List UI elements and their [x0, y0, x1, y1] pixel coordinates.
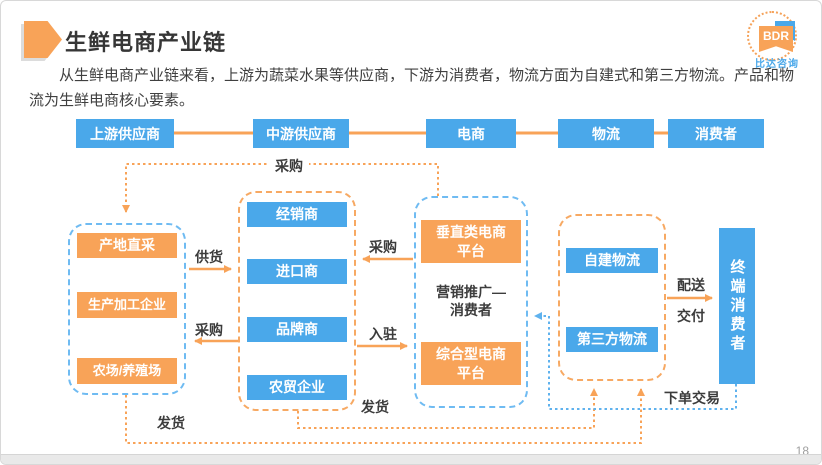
intro-paragraph: 从生鲜电商产业链来看，上游为蔬菜水果等供应商，下游为消费者，物流方面为自建式和第…: [29, 67, 795, 109]
stage-upstream-supplier: 上游供应商: [76, 119, 174, 148]
label-purchase-platform: 采购: [369, 239, 397, 255]
label-settle-in: 入驻: [369, 326, 397, 342]
label-ship-upper: 发货: [361, 399, 389, 415]
label-order: 下单交易: [664, 390, 720, 406]
label-delivery: 配送: [677, 277, 705, 293]
footer-strip: [1, 454, 821, 464]
bdr-logo: BDR 比达咨询: [745, 9, 815, 70]
logo-orange-flag-icon: BDR: [759, 26, 793, 52]
flow-ship-lower-line: [125, 388, 645, 444]
node-third-party-logistics: 第三方物流: [566, 327, 658, 352]
stage-consumer: 消费者: [668, 119, 764, 148]
logo-dotted-circle-icon: [747, 11, 797, 61]
logistics-group: [558, 214, 666, 381]
label-supply: 供货: [195, 249, 223, 265]
node-self-built-logistics: 自建物流: [566, 248, 658, 273]
stage-midstream-supplier: 中游供应商: [253, 119, 349, 148]
node-comprehensive-platform: 综合型电商 平台: [421, 342, 521, 385]
logo-subtext: 比达咨询: [755, 59, 799, 70]
platform-note: 营销推广— 消费者: [436, 284, 506, 318]
logo-text: BDR: [763, 29, 789, 43]
page-title: 生鲜电商产业链: [65, 30, 227, 55]
label-handover: 交付: [677, 308, 705, 324]
node-origin-sourcing: 产地直采: [77, 233, 177, 258]
label-purchase-mid: 采购: [195, 322, 223, 338]
node-importer: 进口商: [247, 259, 347, 284]
label-ship-lower: 发货: [157, 415, 185, 431]
node-brand-owner: 品牌商: [247, 317, 347, 342]
flow-order-line: [534, 312, 737, 410]
node-agri-trade-enterprise: 农贸企业: [247, 375, 347, 400]
node-farm: 农场/养殖场: [77, 358, 177, 384]
upstream-group: [68, 223, 186, 395]
platform-group: [414, 196, 528, 408]
stage-ecommerce: 电商: [426, 119, 516, 148]
node-vertical-platform: 垂直类电商 平台: [421, 220, 521, 263]
stage-logistics: 物流: [558, 119, 654, 148]
node-end-consumer: 终端消费者: [719, 228, 755, 384]
node-distributor: 经销商: [247, 202, 347, 227]
node-processing-enterprise: 生产加工企业: [77, 292, 177, 318]
midstream-group: [238, 191, 356, 411]
label-purchase-top: 采购: [269, 156, 309, 176]
